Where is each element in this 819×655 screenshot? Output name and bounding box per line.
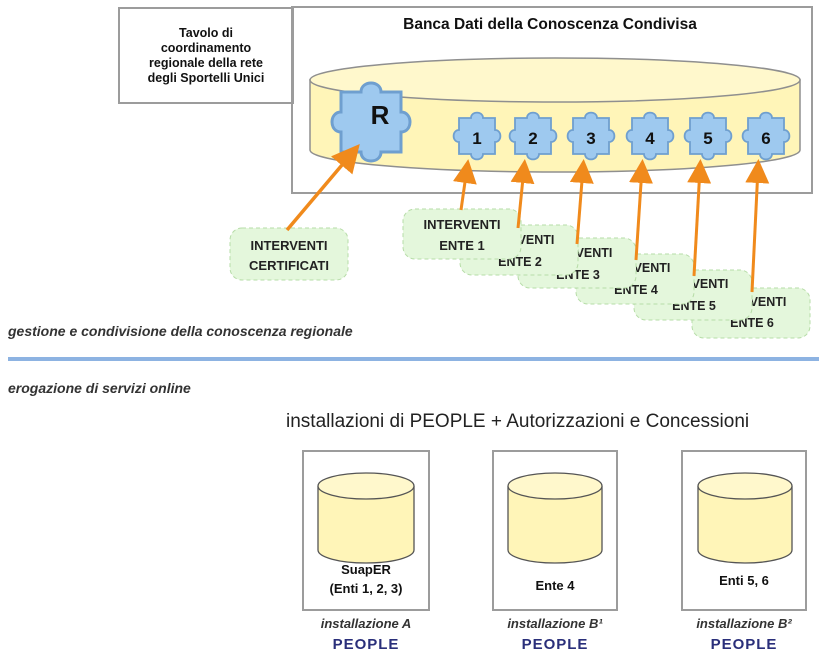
tavolo-line: Tavolo di (179, 25, 233, 40)
ente-piece-label: 5 (703, 129, 712, 148)
tag-line: INTERVENTI (423, 217, 500, 232)
tag-line: INTERVENTI (250, 238, 327, 253)
arrow-ente (629, 159, 653, 261)
tavolo-line: coordinamento (160, 40, 252, 55)
installazioni-title: installazioni di PEOPLE + Autorizzazioni… (286, 411, 750, 432)
tag-line: ENTE 1 (439, 238, 485, 253)
tag-line: VENTI (518, 233, 555, 247)
tavolo-line: regionale della rete (149, 55, 263, 70)
ente-puzzle-piece: 1 (452, 111, 502, 161)
section-divider (8, 357, 819, 361)
installation-box (492, 450, 618, 611)
banca-dati-box (291, 6, 813, 194)
installation-name: Enti 5, 6 (719, 573, 769, 588)
ente-puzzle-piece: 5 (683, 111, 733, 161)
ente-puzzle-piece: 3 (566, 111, 616, 161)
people-logo: PEOPLE (521, 636, 589, 653)
installation-name: (Enti 1, 2, 3) (330, 581, 403, 596)
tag-line: VENTI (634, 261, 671, 275)
installation-label: installazione B² (696, 616, 792, 631)
installation-box (681, 450, 807, 611)
installation-name: SuapER (341, 562, 391, 577)
tag-line: VENTI (750, 295, 787, 309)
arrow-ente (510, 159, 535, 229)
tag-line: VENTI (692, 277, 729, 291)
section-erogazione-label: erogazione di servizi online (8, 380, 191, 396)
installation-label: installazione B¹ (507, 616, 603, 631)
people-logo: PEOPLE (710, 636, 778, 653)
tag-line: VENTI (576, 246, 613, 260)
arrow-ente (569, 159, 594, 245)
tavolo-coordinamento-box: Tavolo di coordinamento regionale della … (118, 7, 294, 104)
interventi-certificati-tag: INTERVENTI CERTIFICATI (229, 227, 349, 281)
installation-label: installazione A (320, 616, 412, 631)
arrow-ente (687, 159, 712, 277)
ente-piece-label: 4 (645, 129, 655, 148)
installation-box (302, 450, 430, 611)
section-gestione-label: gestione e condivisione della conoscenza… (8, 323, 353, 339)
ente-piece-label: 1 (472, 129, 481, 148)
tavolo-line: degli Sportelli Unici (147, 70, 265, 85)
ente-puzzle-piece: 6 (741, 111, 791, 161)
regional-puzzle-piece: R (330, 81, 412, 163)
interventi-ente-tag: INTERVENTI ENTE 1 (402, 208, 522, 260)
banca-dati-cylinder (309, 57, 801, 173)
banca-dati-title: Banca Dati della Conoscenza Condivisa (403, 16, 697, 33)
arrow-ente (745, 159, 770, 293)
ente-puzzle-piece: 4 (625, 111, 675, 161)
ente-piece-label: 3 (586, 129, 595, 148)
regional-piece-label: R (371, 100, 390, 130)
arrow-ente (452, 159, 477, 211)
arrow-certificati (285, 143, 360, 232)
ente-piece-label: 2 (528, 129, 537, 148)
ente-piece-label: 6 (761, 129, 770, 148)
tag-line: CERTIFICATI (249, 258, 329, 273)
people-logo: PEOPLE (332, 636, 400, 653)
ente-puzzle-piece: 2 (508, 111, 558, 161)
installation-name: Ente 4 (535, 578, 575, 593)
